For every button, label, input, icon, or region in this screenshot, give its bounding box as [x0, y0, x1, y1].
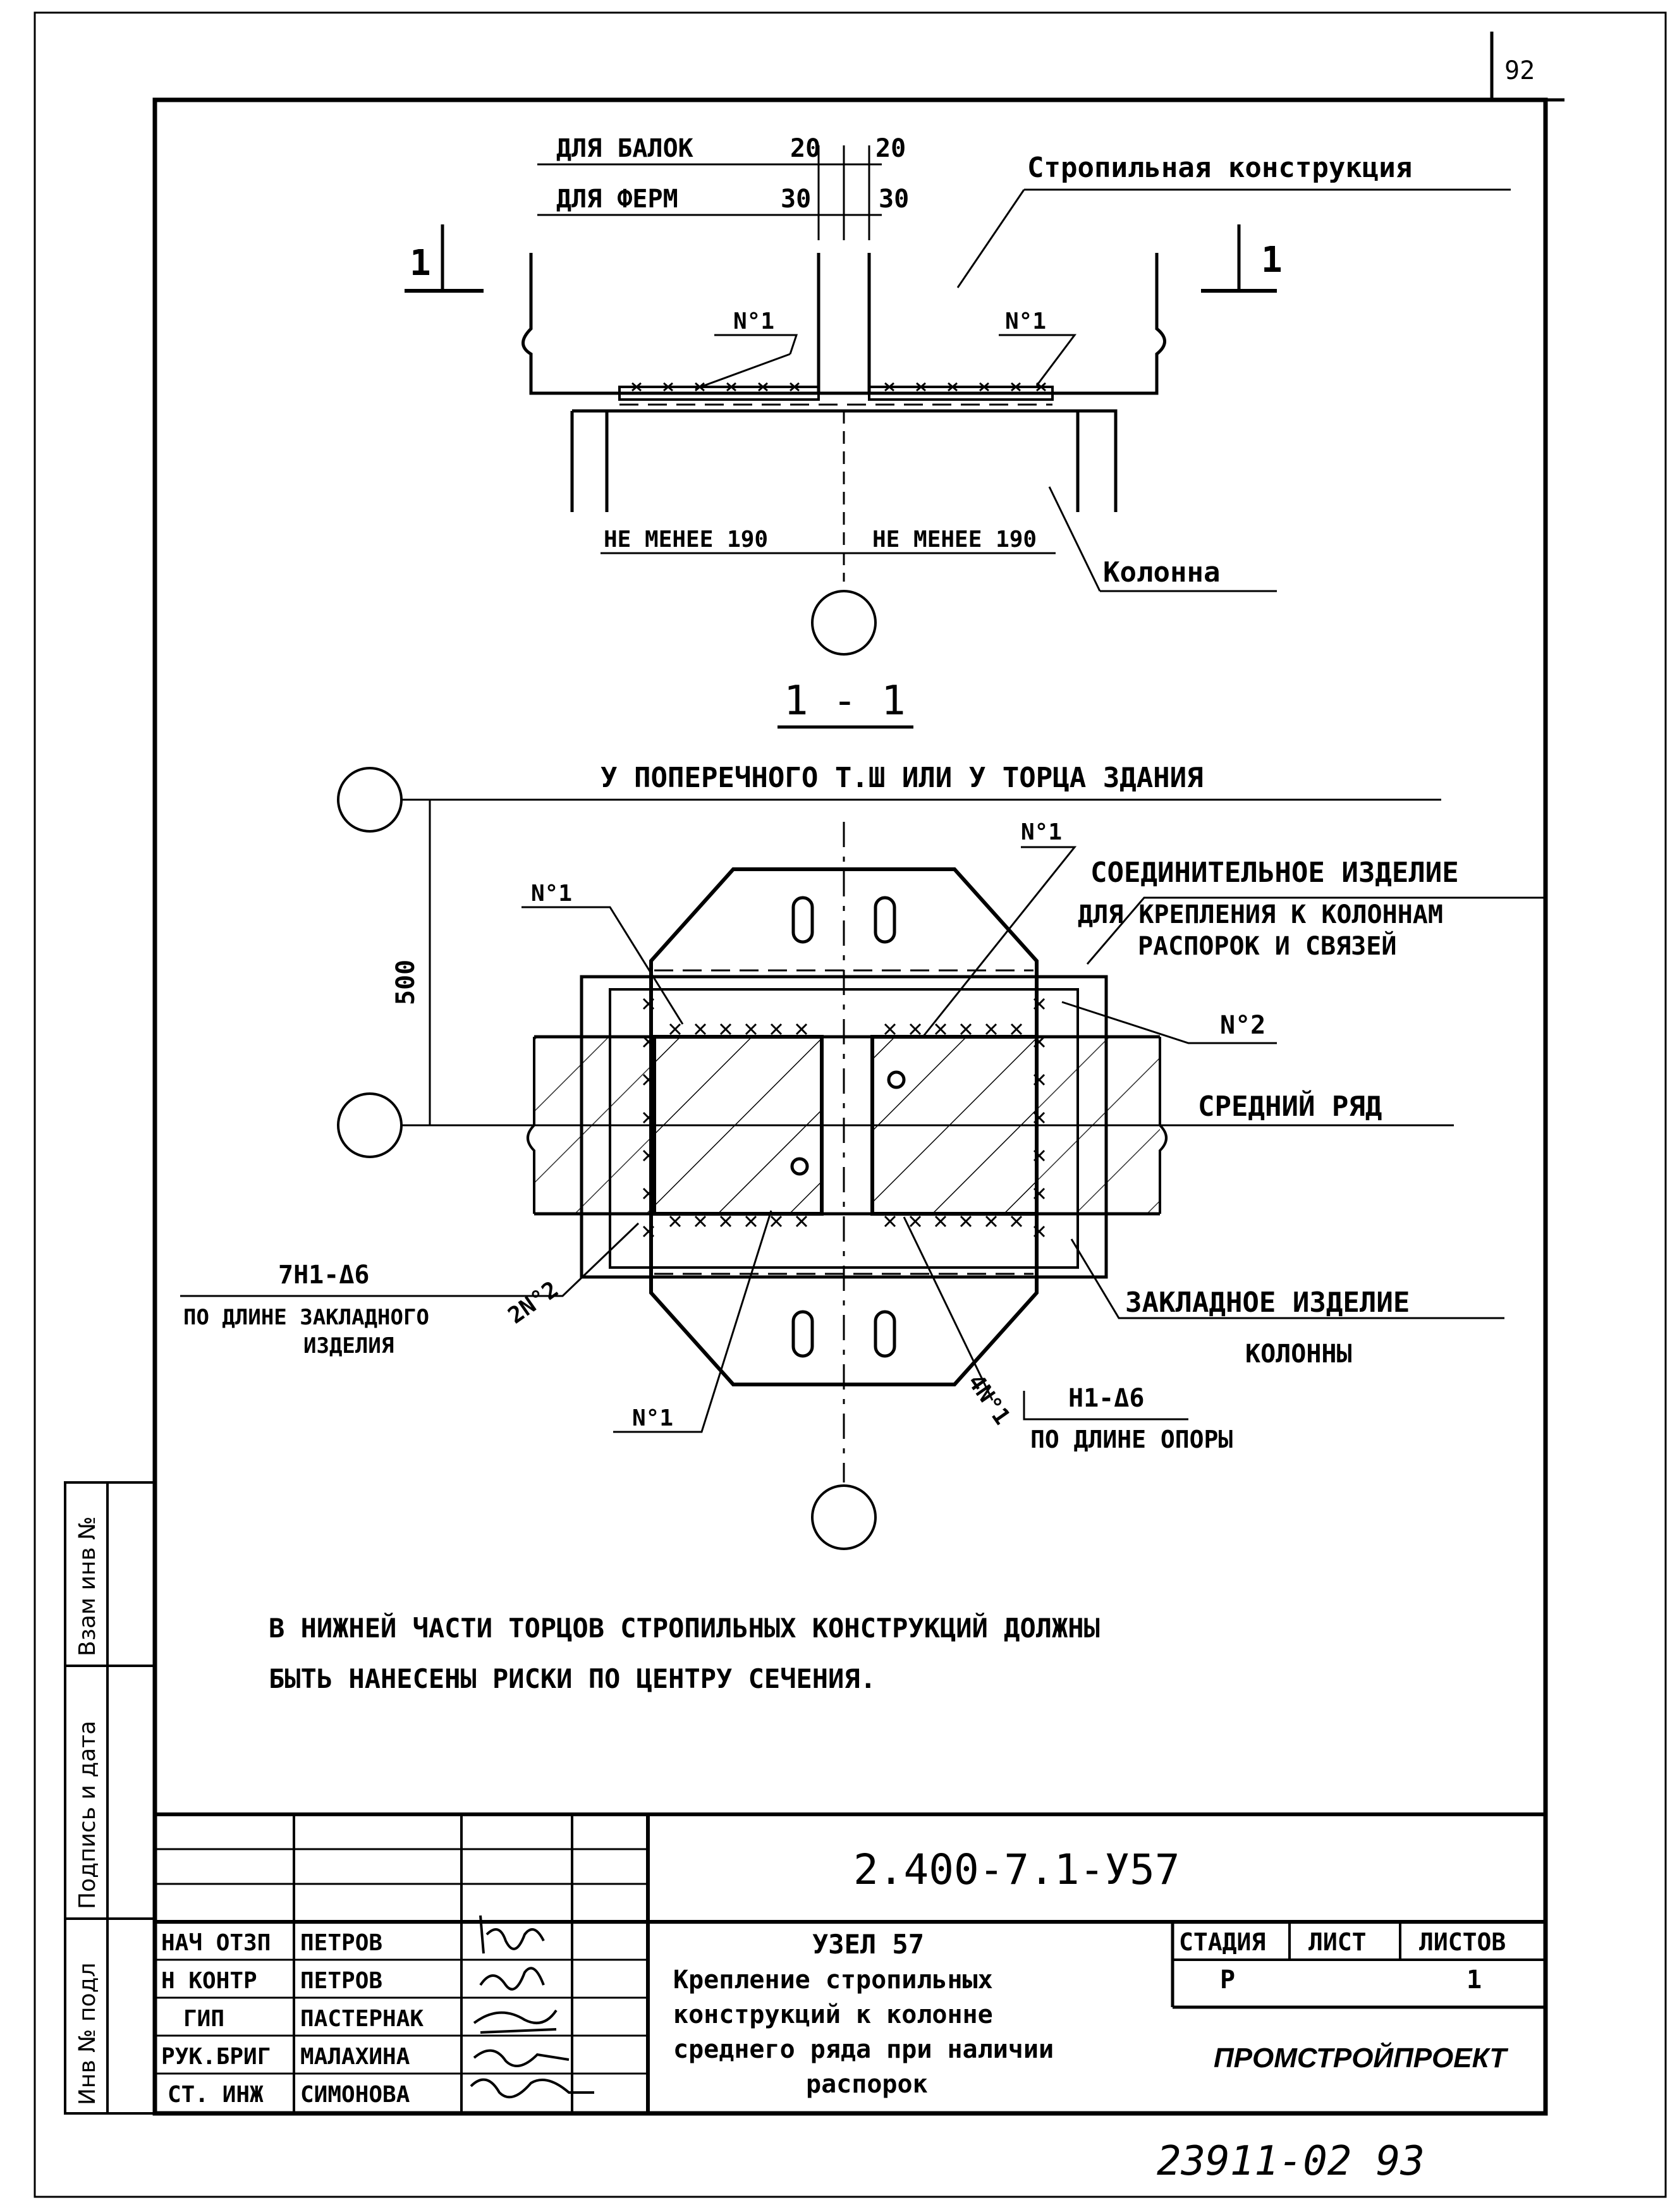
title-block [155, 1812, 1546, 2113]
role-4: СТ. ИНЖ [168, 2082, 264, 2108]
embedded-label-line2: КОЛОННЫ [1245, 1340, 1352, 1369]
weld-n1-top: N°1 [1021, 819, 1062, 845]
connector-label-line1: СОЕДИНИТЕЛЬНОЕ ИЗДЕЛИЕ [1090, 857, 1459, 889]
note-line2: БЫТЬ НАНЕСЕНЫ РИСКИ ПО ЦЕНТРУ СЕЧЕНИЯ. [269, 1663, 876, 1694]
dim-beams-left: 20 [790, 134, 820, 163]
weld-left-text-line1: ПО ДЛИНЕ ЗАКЛАДНОГО [183, 1305, 429, 1330]
role-1: Н КОНТР [161, 1968, 257, 1994]
side-label-podpis-data: Подпись и дата [75, 1721, 101, 1909]
node-title: УЗЕЛ 57 [812, 1929, 924, 1960]
org-name: ПРОМСТРОЙПРОЕКТ [1214, 2041, 1508, 2074]
side-strip [64, 1481, 156, 2115]
name-3: МАЛАХИНА [300, 2044, 410, 2070]
weld-left-text-line2: ИЗДЕЛИЯ [303, 1333, 394, 1359]
signatures [470, 1915, 594, 2099]
weld-label-left: N°1 [733, 309, 774, 334]
weld-n1-bottom: N°1 [632, 1405, 673, 1431]
bottom-number: 23911-02 93 [1157, 2138, 1425, 2185]
side-label-vzam-inv: Взам инв № [75, 1516, 101, 1656]
middle-row-label: СРЕДНИЙ РЯД [1198, 1089, 1382, 1123]
weld-n1-left: N°1 [531, 881, 572, 907]
dim-500: 500 [391, 960, 420, 1005]
weld-2n2-label: 2N°2 [504, 1276, 564, 1329]
section-view [180, 767, 1546, 1550]
page-number: 92 [1504, 56, 1535, 85]
weld-n2-label: N°2 [1220, 1011, 1265, 1040]
roof-structure-label: Стропильная конструкция [1027, 152, 1412, 184]
note-line1: В НИЖНЕЙ ЧАСТИ ТОРЦОВ СТРОПИЛЬНЫХ КОНСТР… [269, 1612, 1100, 1644]
sheets-header: ЛИСТОВ [1419, 1928, 1506, 1956]
min-label-right: НЕ МЕНЕЕ 190 [872, 527, 1037, 553]
role-2: ГИП [183, 2006, 224, 2032]
dim-beams-right: 20 [875, 134, 906, 163]
column-label: Колонна [1103, 556, 1220, 589]
desc-line4: распорок [806, 2070, 928, 2099]
dim-trusses-left: 30 [781, 185, 811, 214]
embedded-label-line1: ЗАКЛАДНОЕ ИЗДЕЛИЕ [1125, 1286, 1410, 1319]
weld-right-text: ПО ДЛИНЕ ОПОРЫ [1030, 1426, 1233, 1453]
desc-line3: среднего ряда при наличии [673, 2035, 1054, 2064]
sheet-frame [34, 11, 1667, 2198]
dim-trusses-label: ДЛЯ ФЕРМ [556, 185, 678, 214]
connector-label-line2: ДЛЯ КРЕПЛЕНИЯ К КОЛОННАМ [1078, 900, 1443, 929]
doc-code: 2.400-7.1-У57 [853, 1845, 1180, 1894]
sheets-value: 1 [1467, 1965, 1482, 1995]
section-title: 1 - 1 [784, 678, 906, 724]
weld-right-symbol: Н1-Δ6 [1068, 1384, 1144, 1413]
connector-label-line3: РАСПОРОК И СВЯЗЕЙ [1138, 931, 1396, 961]
stage-value: Р [1220, 1965, 1235, 1995]
name-4: СИМОНОВА [300, 2082, 410, 2108]
desc-line1: Крепление стропильных [673, 1965, 993, 1995]
section-mark-left: 1 [410, 243, 431, 284]
elevation-view [405, 145, 1511, 656]
dim-beams-label: ДЛЯ БАЛОК [556, 134, 693, 163]
min-label-left: НЕ МЕНЕЕ 190 [604, 527, 768, 553]
weld-4n1-label: 4N°1 [963, 1370, 1015, 1430]
dim-trusses-right: 30 [879, 185, 909, 214]
role-0: НАЧ ОТЗП [161, 1930, 271, 1956]
sheet-header: ЛИСТ [1308, 1928, 1367, 1956]
top-axis-note: У ПОПЕРЕЧНОГО Т.Ш ИЛИ У ТОРЦА ЗДАНИЯ [601, 762, 1204, 794]
stage-header: СТАДИЯ [1179, 1928, 1265, 1956]
weld-left-symbol: 7Н1-Δ6 [278, 1261, 370, 1290]
side-label-inv-podl: Инв № подл [75, 1963, 101, 2105]
name-0: ПЕТРОВ [300, 1930, 382, 1956]
desc-line2: конструкций к колонне [673, 2000, 993, 2029]
name-2: ПАСТЕРНАК [300, 2006, 424, 2032]
name-1: ПЕТРОВ [300, 1968, 382, 1994]
role-3: РУК.БРИГ [161, 2044, 271, 2070]
weld-label-right: N°1 [1005, 309, 1046, 334]
section-mark-right: 1 [1261, 240, 1283, 281]
